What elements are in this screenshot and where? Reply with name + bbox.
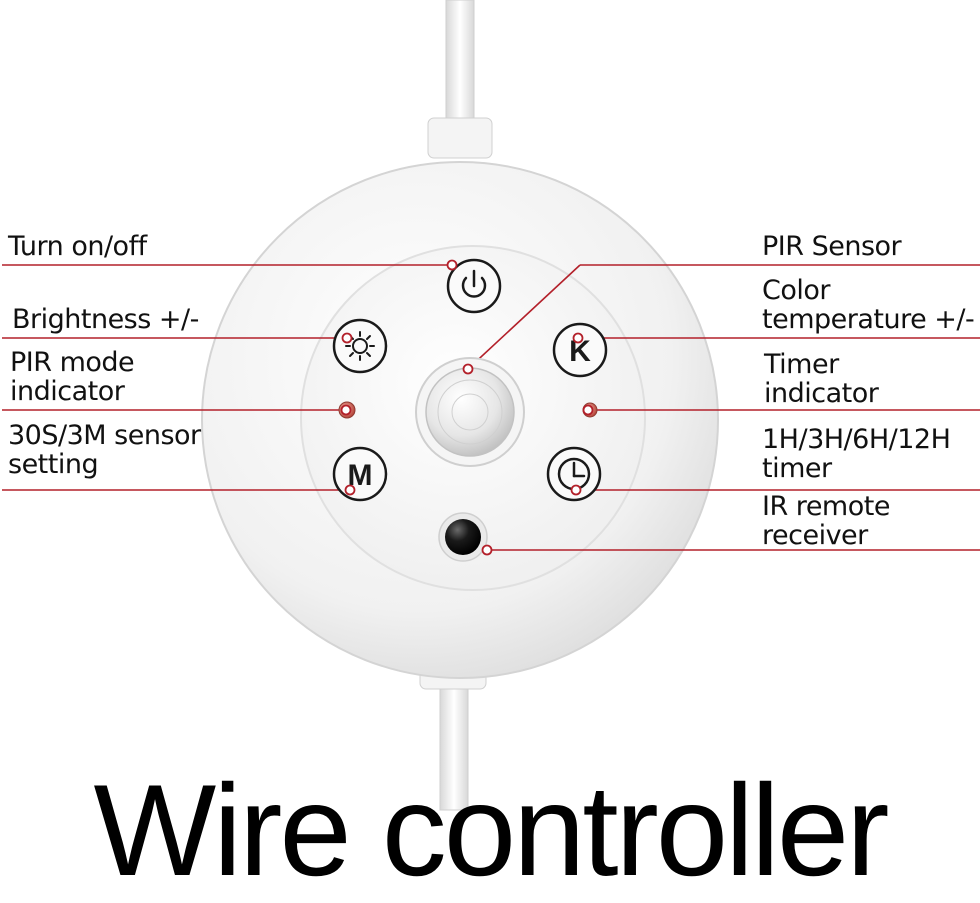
label-turn-on-off: Turn on/off	[8, 231, 147, 262]
label-sensor-setting: 30S/3M sensor setting	[8, 420, 201, 480]
ir-remote-receiver	[438, 512, 488, 562]
power-button[interactable]	[446, 258, 502, 314]
page-title: Wire controller	[93, 757, 890, 903]
leader-endpoints	[340, 259, 594, 556]
ir-receiver-lens	[445, 519, 481, 555]
label-color-temperature: Color temperature +/-	[762, 275, 975, 335]
label-timer: 1H/3H/6H/12H timer	[762, 424, 951, 484]
label-brightness: Brightness +/-	[12, 304, 199, 335]
cable-top	[445, 0, 475, 131]
k-button-label: K	[569, 335, 591, 368]
mode-button[interactable]: M	[332, 446, 388, 502]
pir-sensor	[415, 357, 525, 467]
label-timer-indicator: Timer indicator	[764, 349, 879, 409]
strain-relief-top	[427, 117, 493, 159]
label-pir-sensor: PIR Sensor	[762, 231, 902, 262]
brightness-button[interactable]	[332, 318, 388, 374]
label-ir-remote-receiver: IR remote receiver	[762, 491, 890, 551]
label-pir-mode-indicator: PIR mode indicator	[10, 347, 135, 407]
pir-sensor-dome	[425, 367, 515, 457]
power-icon	[461, 269, 487, 298]
cable-bottom	[439, 679, 469, 811]
leader-lines	[2, 264, 980, 551]
color-temperature-button[interactable]: K	[552, 322, 608, 378]
sun-icon	[345, 331, 375, 361]
